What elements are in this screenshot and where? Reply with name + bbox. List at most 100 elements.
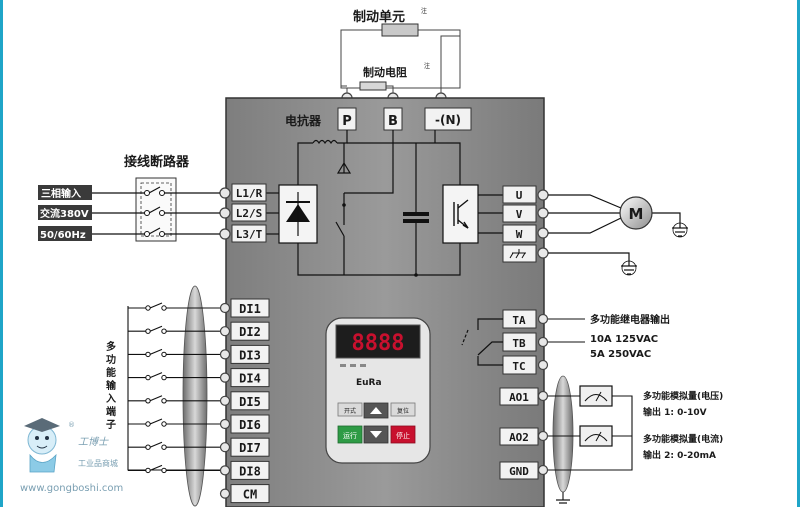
terminal-v-label: V [516, 208, 523, 221]
terminal-l1 [231, 183, 267, 202]
di-switch-wire [128, 325, 222, 332]
di-switch-contact [161, 328, 167, 334]
di-terminal [230, 414, 270, 434]
motor-ground-icon [672, 222, 688, 238]
key-run-label: 运行 [343, 431, 357, 440]
key-prog[interactable] [337, 402, 363, 417]
di-terminal-screw [219, 395, 231, 406]
brake-unit: 制动单元 注 [340, 7, 461, 89]
terminal-ta-label: TA [512, 314, 526, 327]
supply-line-1: 三相输入 [41, 187, 81, 200]
di-switch-contact [161, 444, 167, 450]
di-terminal-label: CM [243, 488, 257, 502]
ao-wiring [548, 395, 633, 500]
di-terminal-screw [219, 465, 231, 476]
di-terminal [230, 298, 270, 318]
relay-rating-2: 5A 250VAC [590, 349, 651, 360]
di-terminal-screw [219, 442, 231, 453]
di-switch-contact [145, 328, 151, 334]
up-arrow-icon [370, 407, 382, 414]
breaker-label: 接线断路器 [124, 154, 190, 170]
ao-ground-icon [556, 499, 570, 504]
down-arrow-icon [370, 431, 382, 438]
analog-outputs: AO1 AO2 GND 多功能模拟量(电压) 输出 1: 0-10V 多功能模拟… [499, 375, 723, 504]
di-terminal-label: DI2 [239, 325, 261, 339]
di-terminal-screw [219, 302, 231, 314]
di-terminal-label: DI4 [239, 372, 261, 386]
di-terminal-label: DI6 [239, 418, 261, 432]
di-switch-contact [145, 305, 151, 311]
di-cable-bundle [182, 285, 208, 507]
terminal-gnd-label: GND [509, 465, 529, 478]
output-terminals: U V W [502, 185, 549, 263]
ao-current-range: 输出 2: 0-20mA [643, 449, 716, 461]
keypad-leds [340, 364, 366, 367]
terminal-u [502, 185, 537, 204]
key-stop[interactable] [390, 425, 416, 444]
brake-resistor: 制动电阻 注 [359, 62, 430, 91]
di-terminal [230, 321, 270, 341]
key-reset-label: 复位 [397, 407, 409, 415]
di-terminal-label: DI3 [239, 348, 261, 362]
di-switch-wire [128, 395, 222, 402]
watermark-sub: 工业品商城 [78, 458, 118, 468]
internal-circuit [297, 130, 461, 276]
di-switch-contact [145, 467, 151, 474]
di-terminal-label: DI7 [239, 441, 261, 455]
di-switch-contact [161, 421, 167, 427]
di-group-label: 多功能输入端子 [106, 340, 117, 431]
note-mark-2: 注 [424, 62, 430, 70]
ao-voltage-title: 多功能模拟量(电压) [643, 390, 723, 402]
di-switch-contact [145, 444, 151, 450]
di-switch-contact [145, 374, 151, 381]
di-switch-contact [145, 351, 151, 358]
relay-outputs: TA TB TC 多功能继电器输出 10A 125VAC 5A 250VAC [461, 309, 670, 375]
terminal-v [502, 204, 537, 223]
supply-label-3-bg [38, 226, 92, 241]
terminal-l1-label: L1/R [236, 187, 263, 200]
di-switch-contact [161, 398, 167, 404]
igbt-block [442, 184, 479, 244]
terminal-w [502, 224, 537, 243]
di-switch-wire [128, 441, 222, 448]
di-terminal [230, 391, 270, 411]
terminal-ao1-label: AO1 [509, 391, 529, 404]
key-reset[interactable] [390, 402, 416, 417]
di-terminal [230, 368, 270, 388]
ammeter-icon [579, 425, 613, 447]
keypad-display: 8888 [352, 331, 405, 356]
terminal-l3 [231, 224, 267, 243]
terminal-ao2-label: AO2 [509, 431, 529, 444]
di-terminal-screw [219, 418, 231, 430]
terminal-w-label: W [516, 228, 523, 241]
relay-title: 多功能继电器输出 [590, 313, 670, 326]
terminal-u-label: U [516, 189, 523, 202]
di-switch-contact [161, 351, 167, 358]
key-prog-label: 开式 [344, 407, 356, 415]
di-wiring [127, 306, 222, 471]
output-wires-inner [478, 194, 503, 234]
ground-terminal-icon [509, 249, 526, 259]
di-switch-wire [128, 372, 222, 379]
di-terminal-screw [219, 349, 231, 360]
di-switch-contact [161, 305, 167, 311]
keypad: 8888 EuRa 开式 复位 运行 停止 [325, 317, 431, 464]
di-switch-contact [161, 467, 167, 474]
di-terminal-screw [219, 326, 231, 337]
di-terminal-label: DI5 [239, 395, 261, 409]
note-mark: 注 [421, 7, 427, 15]
di-terminal [230, 460, 270, 480]
terminal-l2 [231, 203, 267, 222]
di-switch-wire [128, 464, 222, 471]
grad-cap-icon [24, 418, 60, 432]
di-terminal [230, 344, 270, 364]
key-run[interactable] [337, 425, 363, 444]
breaker-wiring [92, 186, 220, 235]
brake-unit-label: 制动单元 [353, 9, 405, 25]
key-stop-label: 停止 [396, 431, 410, 440]
supply-line-2: 交流380V [40, 207, 89, 220]
di-terminal-screw [219, 372, 231, 383]
voltmeter-icon [579, 385, 613, 407]
motor-wiring [548, 194, 681, 266]
